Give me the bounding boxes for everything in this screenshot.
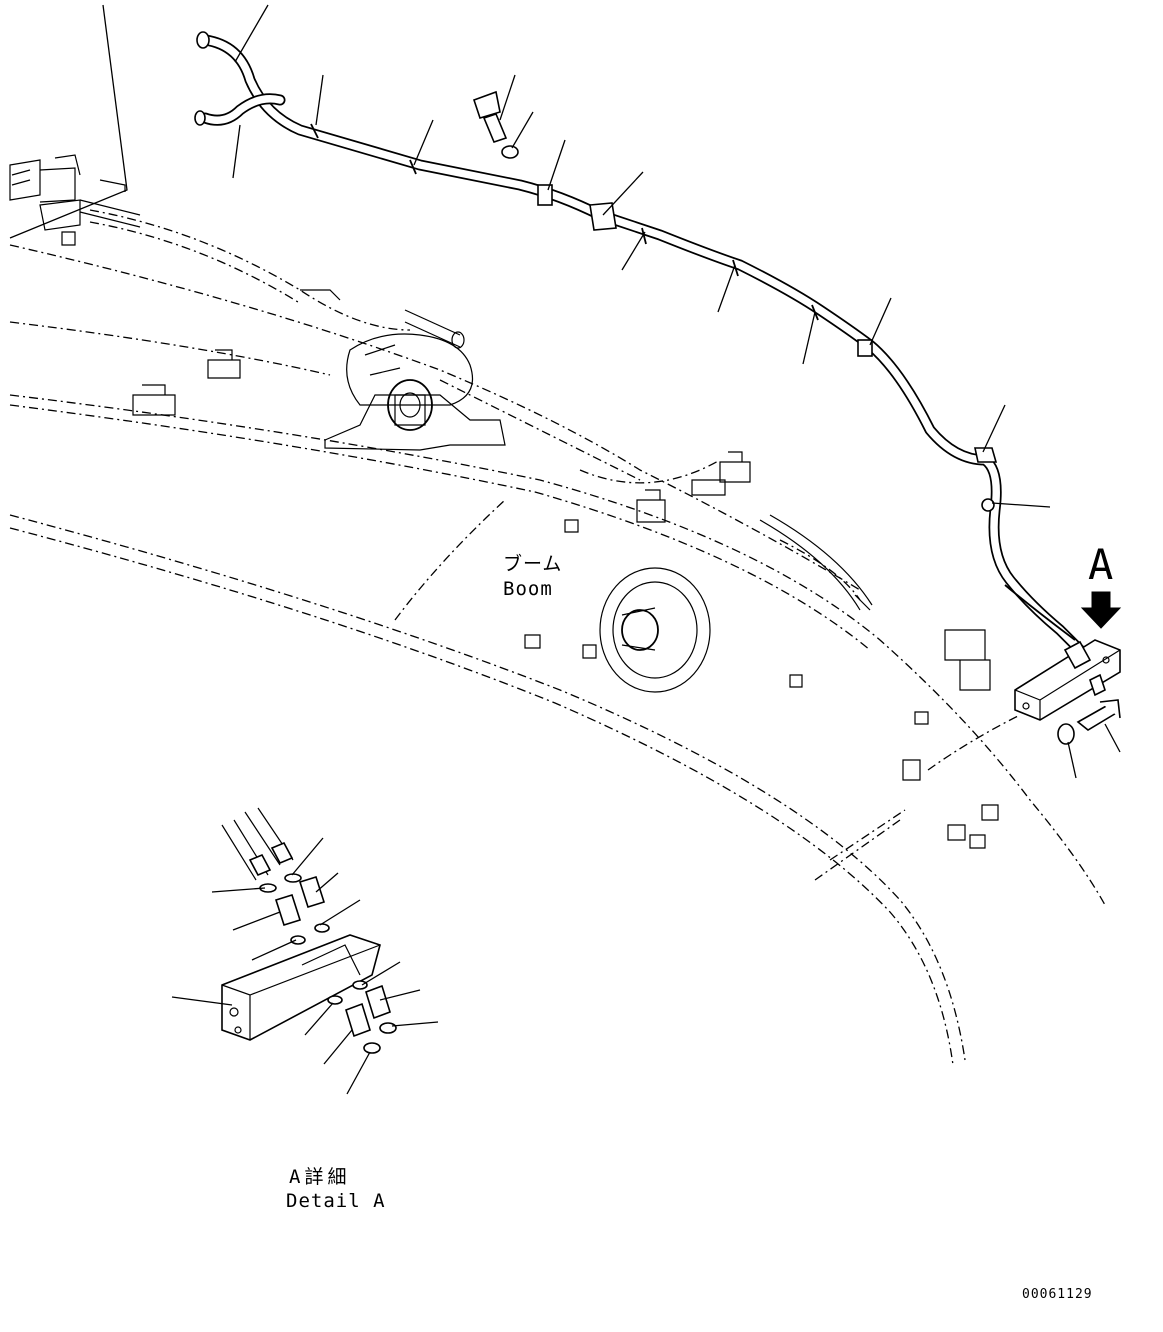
leader-lines [9,4,1121,779]
detail-title-en: Detail A [286,1190,386,1212]
view-arrow-a [1080,591,1122,629]
detail-title-jp: A詳細 [289,1166,351,1188]
boom-label-jp: ブーム [503,553,563,575]
view-arrow-label: A [1088,540,1114,589]
mounting-blocks [61,231,999,849]
block-a [1014,639,1121,745]
boom-pivot [599,567,711,693]
boom-outline [9,244,1106,1066]
cylinder-mount [324,333,506,451]
boom-label-en: Boom [503,578,553,600]
drawing-number: 00061129 [1022,1287,1093,1302]
hose-assembly [194,31,1086,656]
bolt-washer-top [472,90,519,159]
detail-a-view [171,807,439,1095]
phantom-pipes [89,209,465,349]
left-fittings [9,154,141,231]
